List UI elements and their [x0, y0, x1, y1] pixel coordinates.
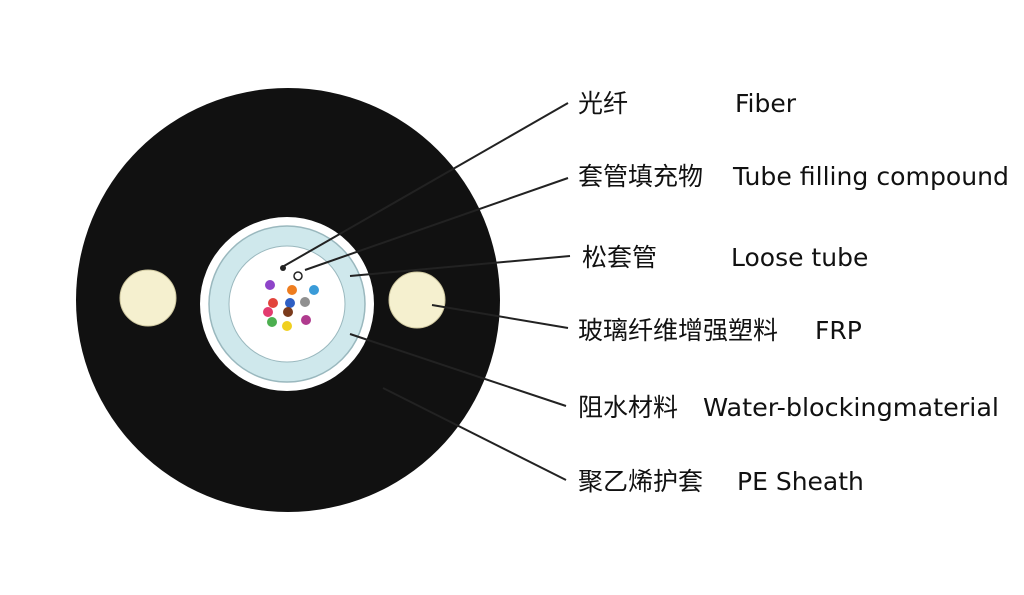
fiber	[265, 280, 275, 290]
leader-line-loose-tube	[349, 255, 571, 277]
fiber	[263, 307, 273, 317]
label-water-blocking-zh: 阻水材料	[578, 393, 678, 422]
leader-line-water-blocking	[349, 333, 567, 407]
leader-line-fiber	[283, 102, 569, 267]
fiber	[267, 317, 277, 327]
fiber	[283, 307, 293, 317]
fiber	[285, 298, 295, 308]
fiber	[301, 315, 311, 325]
fiber	[268, 298, 278, 308]
leader-line-pe-sheath	[382, 387, 567, 481]
label-filling-compound-en: Tube filling compound	[732, 162, 1009, 191]
label-pe-sheath-en: PE Sheath	[737, 467, 864, 496]
label-loose-tube-zh: 松套管	[582, 243, 657, 272]
fiber-marker-ring	[293, 271, 303, 281]
label-loose-tube-en: Loose tube	[731, 243, 868, 272]
frp-right	[388, 271, 446, 329]
label-frp-zh: 玻璃纤维增强塑料	[578, 316, 778, 345]
leader-line-frp	[431, 304, 569, 329]
fiber	[300, 297, 310, 307]
label-pe-sheath-zh: 聚乙烯护套	[578, 467, 703, 496]
label-filling-compound-zh: 套管填充物	[578, 162, 703, 191]
fiber	[309, 285, 319, 295]
label-fiber-en: Fiber	[735, 89, 797, 118]
fiber	[287, 285, 297, 295]
label-frp-en: FRP	[815, 316, 862, 345]
label-fiber-zh: 光纤	[578, 89, 628, 118]
leader-line-filling-compound	[304, 177, 569, 271]
frp-left	[119, 269, 177, 327]
fiber-group	[263, 265, 319, 331]
label-water-blocking-en: Water-blockingmaterial	[703, 393, 999, 422]
fiber	[282, 321, 292, 331]
